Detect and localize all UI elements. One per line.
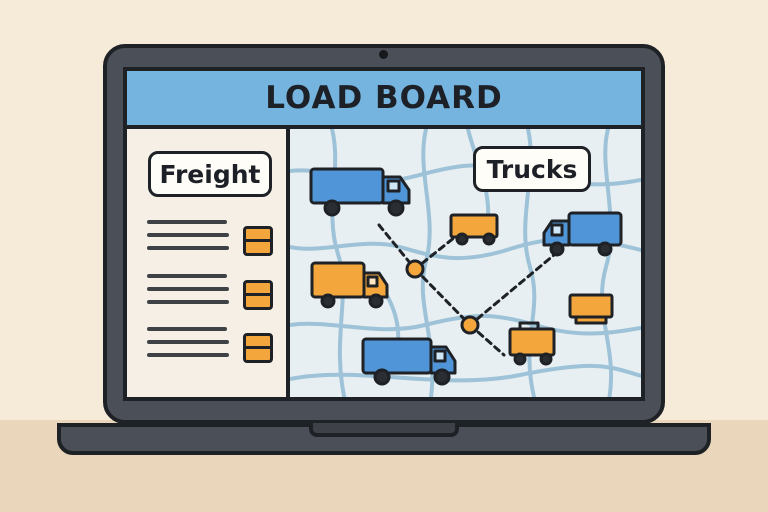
webcam-icon xyxy=(379,50,388,59)
freight-list-item[interactable] xyxy=(147,274,277,312)
laptop-notch xyxy=(309,423,459,437)
truck-icon[interactable] xyxy=(309,167,411,217)
app-window: LOAD BOARD Freight xyxy=(123,67,645,401)
truck-icon[interactable] xyxy=(310,261,389,309)
laptop-base xyxy=(57,423,711,455)
truck-icon[interactable] xyxy=(542,211,623,257)
route-node-icon[interactable] xyxy=(460,315,480,335)
trucks-tab[interactable]: Trucks xyxy=(473,146,591,192)
freight-list-item[interactable] xyxy=(147,220,277,258)
title-bar: LOAD BOARD xyxy=(127,71,641,129)
app-title: LOAD BOARD xyxy=(265,80,503,116)
truck-map[interactable]: Trucks xyxy=(290,129,641,397)
trucks-tab-label: Trucks xyxy=(486,154,578,184)
route-node-icon[interactable] xyxy=(405,259,425,279)
box-truck-icon[interactable] xyxy=(508,321,556,366)
box-truck-icon[interactable] xyxy=(568,293,614,325)
list-item-icon[interactable] xyxy=(243,280,273,310)
map-canvas[interactable] xyxy=(290,129,645,401)
freight-list-item[interactable] xyxy=(147,327,277,365)
freight-tab-label: Freight xyxy=(159,159,261,189)
list-item-icon[interactable] xyxy=(243,226,273,256)
box-truck-icon[interactable] xyxy=(449,213,499,246)
freight-tab[interactable]: Freight xyxy=(148,151,272,197)
truck-icon[interactable] xyxy=(361,337,457,386)
freight-panel: Freight xyxy=(127,129,290,397)
list-item-icon[interactable] xyxy=(243,333,273,363)
